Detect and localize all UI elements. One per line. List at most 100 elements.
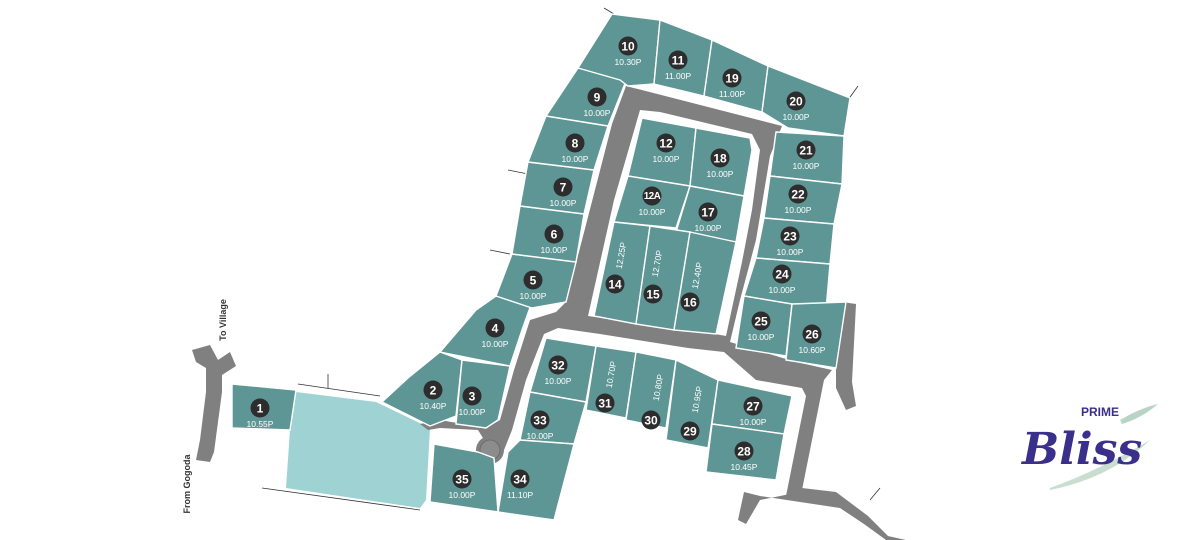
plot-number: 23 [783,230,797,244]
leaf-sprig-icon [1120,404,1158,424]
plot-number-badge [743,396,763,416]
plot-size: 10.00P [777,247,804,257]
prime-bliss-logo: PRIME Bliss [1020,404,1158,490]
plot-number: 8 [572,137,579,151]
plot-size: 11.00P [665,71,692,81]
plot-label: 510.00P [520,270,547,301]
plot-number-badge [462,386,482,406]
plot-number-badge [452,469,472,489]
plot-number: 9 [594,91,601,105]
plot-number-badge [656,133,676,153]
plot-size: 10.30P [615,57,642,67]
plot-size: 10.00P [653,154,680,164]
plot-number: 20 [789,95,803,109]
plot-label: 3 10.00P [459,386,486,417]
plot-size: 10.00P [769,285,796,295]
plot-number: 7 [560,181,567,195]
plot-number-badge [772,264,792,284]
plot-size: 10.45P [731,462,758,472]
plot-number: 16 [683,296,697,310]
plot-labels: 110.55P210.40P310.00P410.00P510.00P610.0… [247,36,826,500]
plot-number-badge [510,469,530,489]
plot-number: 28 [737,445,751,459]
plot-number-badge [698,202,718,222]
plot-number-badge [553,177,573,197]
plot-number-badge [530,410,550,430]
plot-number-badge [544,224,564,244]
plot-label: 110.55P [247,398,274,429]
open-green-area [286,392,430,508]
plot-label: 26 10.60P [799,324,826,355]
plot-size: 10.00P [748,332,775,342]
plot-number: 21 [799,144,813,158]
plot-number-badge [643,284,663,304]
plot-size: 12.40P [690,261,705,290]
plot-number-badge [780,226,800,246]
leaf-sprig-icon [1050,440,1150,490]
plot-label: 9 10.00P [584,87,611,118]
plot-20[interactable] [761,65,851,137]
plot-number-badge [423,380,443,400]
logo-bliss-text: Bliss [1020,424,1142,475]
plot-number-badge [485,318,505,338]
plot-number: 12A [644,191,661,202]
plot-30[interactable] [625,351,677,429]
plot-number: 27 [746,400,760,414]
plot-label: 410.00P [482,318,509,349]
plot-label: 16 12.40P [680,261,705,312]
plot-size: 10.00P [785,205,812,215]
plot-number: 10 [621,40,635,54]
plot-number-badge [796,140,816,160]
plot-number: 3 [469,390,476,404]
plot-label: 23 10.00P [777,226,804,257]
plot-number-badge [565,133,585,153]
plots-layer [231,13,851,521]
plot-label: 28 10.45P [731,441,758,472]
plot-number: 1 [257,402,264,416]
plot-size: 10.60P [799,345,826,355]
plot-size: 12.70P [650,249,665,278]
plot-34[interactable] [497,439,575,521]
plot-size: 10.00P [584,108,611,118]
plot-size: 10.00P [459,407,486,417]
plot-29[interactable] [665,358,719,449]
plot-label: 10 10.30P [615,36,642,67]
plot-12[interactable] [627,117,697,187]
plot-size: 10.00P [695,223,722,233]
plot-number-badge [680,421,700,441]
plot-number: 6 [551,228,558,242]
plot-number-badge [587,87,607,107]
plot-number-badge [788,184,808,204]
plot-number-badge [680,292,700,312]
plot-label: 710.00P [550,177,577,208]
plot-label: 610.00P [541,224,568,255]
plot-number: 31 [598,397,612,411]
plot-number-badge [523,270,543,290]
plot-number-badge [605,274,625,294]
plot-number-badge [710,148,730,168]
plot-number-badge [722,68,742,88]
plot-number: 17 [701,206,715,220]
plot-number: 2 [430,384,437,398]
plot-number: 34 [513,473,527,487]
plot-size: 12.25P [614,241,629,270]
plot-number: 35 [455,473,469,487]
plot-number: 11 [672,54,685,68]
plot-label: 810.00P [562,133,589,164]
plot-size: 10.40P [420,401,447,411]
plot-size: 11.10P [507,490,534,500]
plot-number: 26 [805,328,819,342]
plot-size: 10.80P [651,373,666,402]
plot-size: 10.00P [527,431,554,441]
plot-number: 29 [683,425,697,439]
plot-number-badge [595,393,615,413]
